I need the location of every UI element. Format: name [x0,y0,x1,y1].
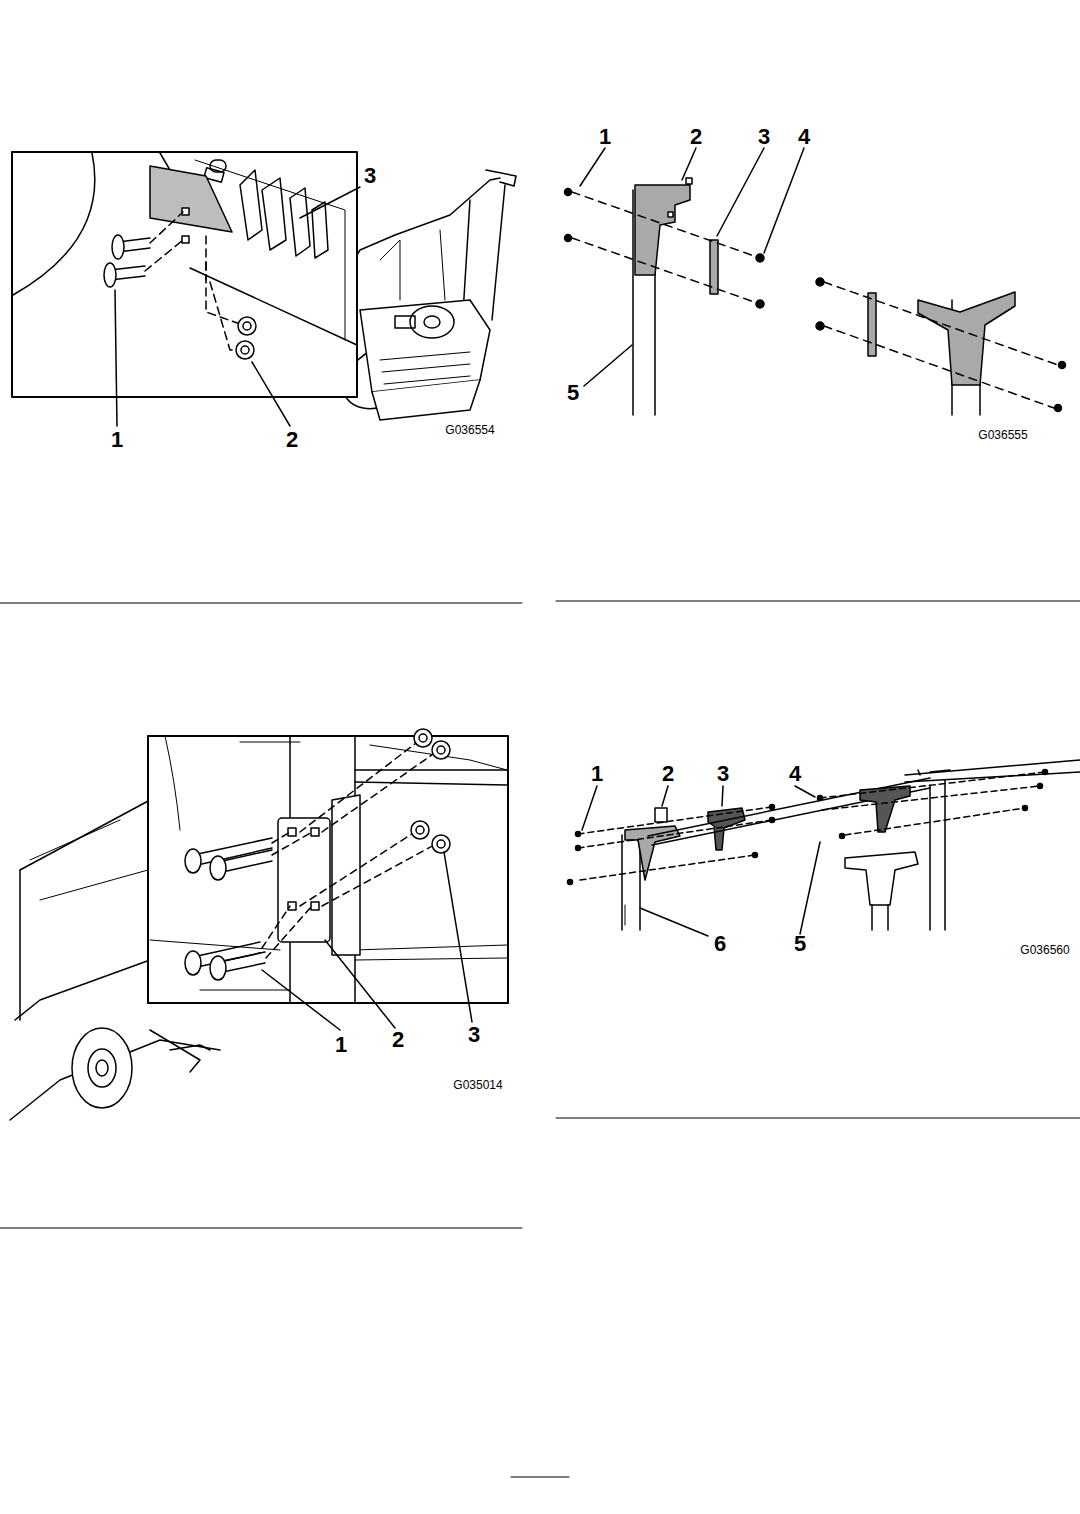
callout-number: 1 [111,429,123,451]
callout-number: 1 [591,763,603,785]
callout-number: 4 [798,126,810,148]
callout-number: 1 [599,126,611,148]
callout-number: 3 [364,165,376,187]
callout-number: 5 [567,382,579,404]
figure-code: G036560 [1020,944,1069,956]
callout-number: 5 [794,933,806,955]
callout-number: 3 [468,1024,480,1046]
callout-number: 2 [392,1029,404,1051]
callout-number: 4 [789,763,801,785]
figure-code: G035014 [453,1079,502,1091]
callout-number: 2 [690,126,702,148]
figure-code: G036554 [445,424,494,436]
callout-number: 3 [758,126,770,148]
callout-number: 6 [714,933,726,955]
callout-number: 3 [717,763,729,785]
figure-code: G036555 [978,429,1027,441]
callout-number: 1 [335,1034,347,1056]
callout-number: 2 [286,429,298,451]
callout-number: 2 [662,763,674,785]
